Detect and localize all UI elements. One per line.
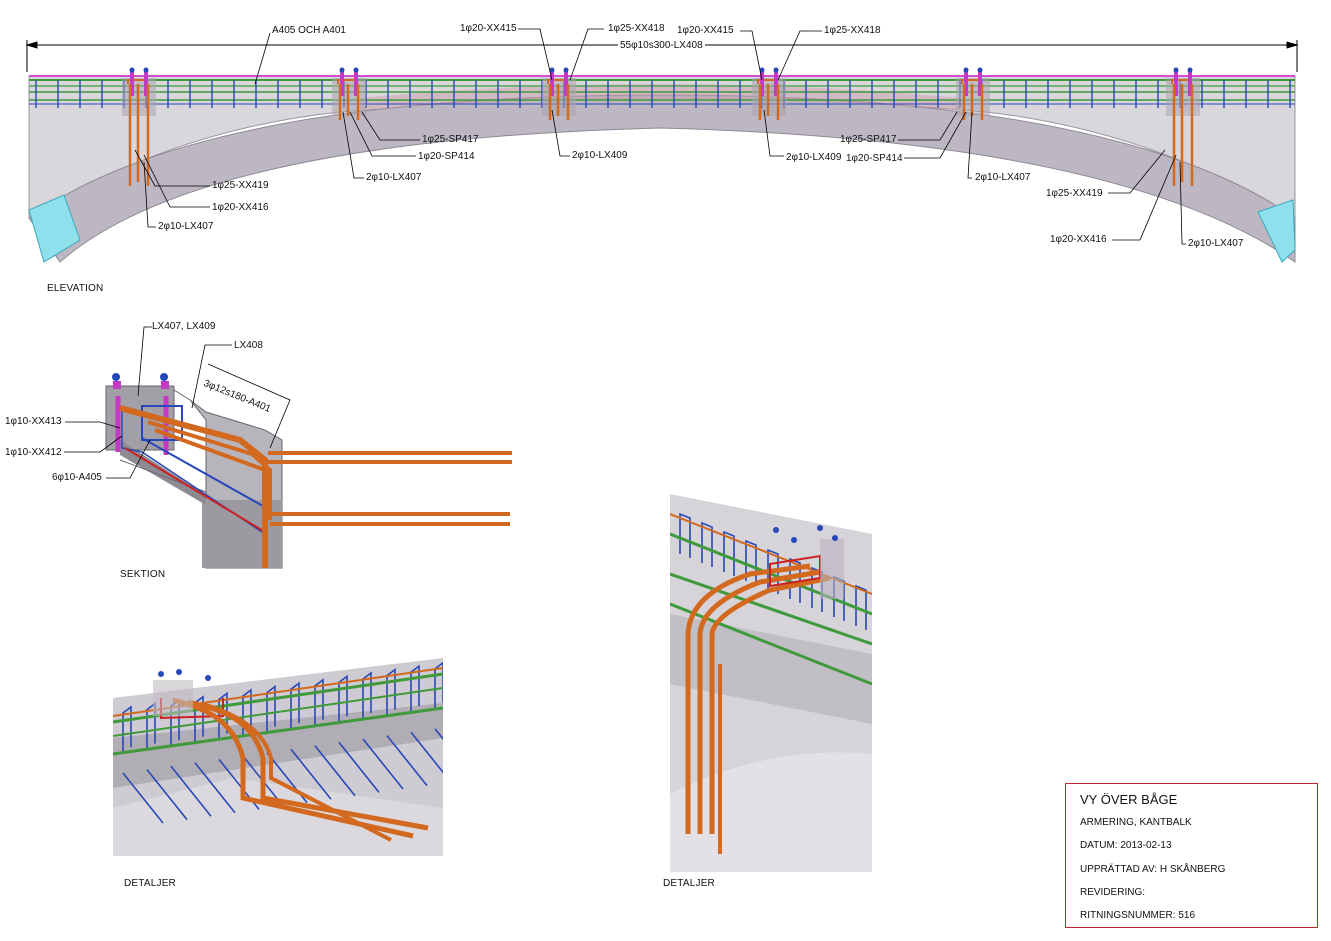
label-xx413: 1φ10-XX413 (5, 416, 62, 427)
label-lx407-left-end: 2φ10-LX407 (158, 221, 214, 232)
dimension-label: 55φ10s300-LX408 (618, 40, 705, 52)
transverse-bar (410, 731, 443, 774)
label-sp414-left: 1φ20-SP414 (418, 151, 475, 162)
transverse-bar (290, 748, 332, 800)
arch-shading (360, 84, 960, 110)
stirrup (723, 530, 735, 576)
section-caption: SEKTION (120, 569, 166, 580)
section-leaders (64, 326, 291, 479)
label-lx407-right-mid: 2φ10-LX407 (975, 172, 1031, 183)
elevation-drawing (25, 28, 1299, 263)
section-rebar (112, 373, 512, 568)
detail-right-caption: DETALJER (663, 878, 715, 889)
label-a405-och-a401: A405 OCH A401 (272, 25, 346, 36)
anchor-group (542, 67, 576, 120)
title-block-datum: DATUM: 2013-02-13 (1080, 840, 1172, 851)
label-xx416-left: 1φ20-XX416 (212, 202, 269, 213)
transverse-bar (386, 735, 428, 787)
title-block: VY ÖVER BÅGE ARMERING, KANTBALK DATUM: 2… (1065, 783, 1318, 928)
label-lx407-left-mid: 2φ10-LX407 (366, 172, 422, 183)
title-block-upprattad: UPPRÄTTAD AV: H SKÅNBERG (1080, 864, 1226, 875)
left-support (28, 194, 81, 263)
anchor-group (956, 67, 990, 120)
label-xx415-left: 1φ20-XX415 (460, 23, 517, 34)
stirrup (855, 584, 867, 630)
label-sp414-right: 1φ20-SP414 (846, 153, 903, 164)
label-xx419-left: 1φ25-XX419 (212, 180, 269, 191)
label-a405: 6φ10-A405 (52, 472, 102, 483)
label-lx409-left: 2φ10-LX409 (572, 150, 628, 161)
label-lx408: LX408 (234, 340, 263, 351)
transverse-bar (314, 745, 356, 797)
detail-left-anchors (153, 669, 429, 842)
anchor-group (1166, 67, 1200, 186)
anchor-group (752, 67, 786, 120)
stirrup (701, 521, 713, 567)
transverse-bar (170, 765, 212, 817)
label-sp417-left: 1φ25-SP417 (422, 134, 479, 145)
stirrup (679, 512, 691, 558)
section-drawing (64, 326, 512, 569)
right-support (1257, 199, 1296, 263)
transverse-bar (362, 738, 404, 790)
stirrup (122, 705, 132, 753)
transverse-bar (146, 769, 188, 821)
title-block-subtitle: ARMERING, KANTBALK (1080, 817, 1192, 828)
anchor-group (332, 67, 366, 120)
label-xx412: 1φ10-XX412 (5, 447, 62, 458)
stirrup (745, 539, 757, 585)
transverse-bar (194, 762, 236, 814)
label-lx407-right-end: 2φ10-LX407 (1188, 238, 1244, 249)
title-block-title: VY ÖVER BÅGE (1080, 792, 1178, 807)
detail-left-caption: DETALJER (124, 878, 176, 889)
transverse-bar (338, 741, 380, 793)
label-sp417-right: 1φ25-SP417 (840, 134, 897, 145)
detail-right-drawing (670, 494, 872, 872)
arch (28, 94, 1296, 263)
label-xx415-right: 1φ20-XX415 (677, 25, 734, 36)
elevation-caption: ELEVATION (47, 283, 104, 294)
detail-right-anchors (685, 525, 844, 854)
label-xx416-right: 1φ20-XX416 (1050, 234, 1107, 245)
stirrup (242, 688, 252, 736)
top-rebar (29, 75, 1295, 105)
label-lx409-right: 2φ10-LX409 (786, 152, 842, 163)
title-block-revidering: REVIDERING: (1080, 887, 1146, 898)
title-block-ritningsnummer: RITNINGSNUMMER: 516 (1080, 910, 1196, 921)
anchor-group (122, 67, 156, 186)
label-lx407-lx409: LX407, LX409 (152, 321, 216, 332)
anchor-groups (122, 67, 1200, 186)
leader-lines (134, 28, 1186, 245)
transverse-bar (122, 772, 164, 824)
label-xx418-left: 1φ25-XX418 (608, 23, 665, 34)
label-xx418-right: 1φ25-XX418 (824, 25, 881, 36)
label-xx419-right: 1φ25-XX419 (1046, 188, 1103, 199)
detail-left-drawing (113, 658, 443, 856)
stirrup (146, 702, 156, 750)
transverse-bar (434, 728, 443, 741)
